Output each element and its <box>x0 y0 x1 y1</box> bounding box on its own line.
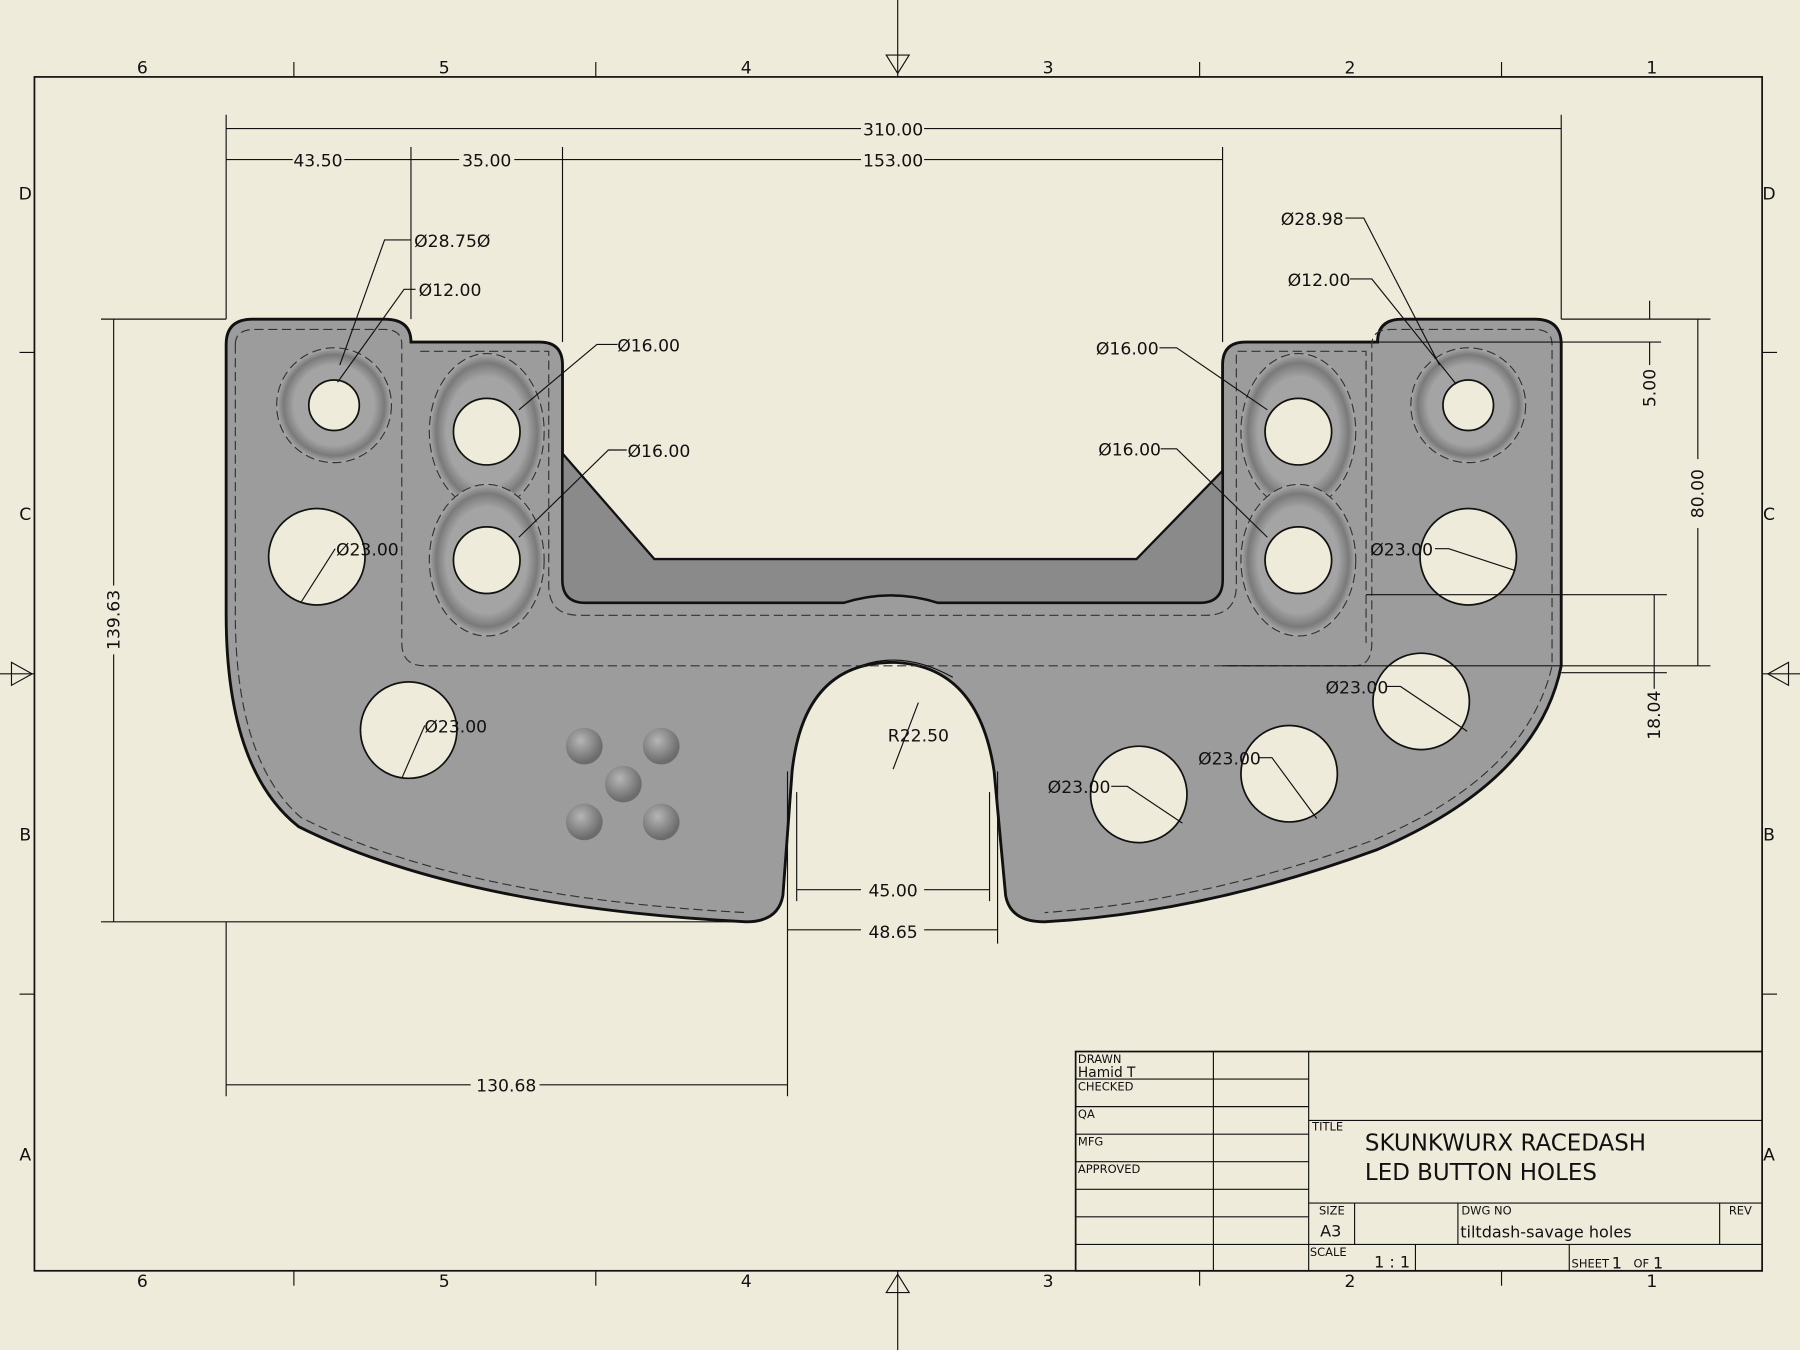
approved-label: APPROVED <box>1078 1162 1141 1176</box>
pocket-floor <box>561 450 1224 604</box>
dim-left-outer-ring: Ø28.75Ø <box>414 232 490 252</box>
dim-notch-inner: 45.00 <box>868 882 917 902</box>
hole-16-left-upper <box>452 397 521 466</box>
zone-row-d: D <box>19 185 32 205</box>
zone-col-5-bottom: 5 <box>439 1272 450 1292</box>
dim-overall-height: 139.63 <box>104 590 124 650</box>
dim-step-height: 5.00 <box>1640 369 1660 407</box>
title-block: DRAWN Hamid T CHECKED QA MFG APPROVED TI… <box>1074 1050 1763 1272</box>
mfg-label: MFG <box>1078 1135 1103 1149</box>
sheet-total: 1 <box>1653 1253 1663 1272</box>
scale-value: 1 : 1 <box>1374 1252 1410 1271</box>
dim-right-lower-16: Ø16.00 <box>1098 441 1161 461</box>
dim-tab-height: 80.00 <box>1689 469 1709 518</box>
hole-23-right-a <box>1419 507 1518 606</box>
hole-23-left-b <box>359 681 458 780</box>
drawing-title-line2: LED BUTTON HOLES <box>1365 1160 1597 1186</box>
zone-labels: 6 5 4 3 2 1 6 5 4 3 2 1 D C B A D C B A <box>19 58 1776 1291</box>
dimple-pattern <box>565 727 680 841</box>
hole-16-right-upper <box>1264 397 1333 466</box>
dim-left-upper-16: Ø16.00 <box>617 336 680 356</box>
sheet-number: 1 <box>1612 1253 1622 1272</box>
dim-inner-width: 153.00 <box>863 151 923 171</box>
zone-row-a-right: A <box>1763 1146 1775 1166</box>
zone-col-3: 3 <box>1043 58 1054 78</box>
hole-16-left-lower <box>452 526 521 595</box>
dim-right-upper-16: Ø16.00 <box>1096 340 1159 360</box>
dim-left-tab-width: 43.50 <box>293 151 342 171</box>
hole-12-left <box>307 379 361 432</box>
zone-col-2: 2 <box>1345 58 1356 78</box>
dwg-no-label: DWG NO <box>1461 1204 1511 1218</box>
dim-second-tab-width: 35.00 <box>462 151 511 171</box>
dim-right-23-a: Ø23.00 <box>1370 541 1433 561</box>
zone-row-d-right: D <box>1762 185 1775 205</box>
zone-row-c-right: C <box>1763 505 1775 525</box>
drawing-title-line1: SKUNKWURX RACEDASH <box>1365 1130 1646 1156</box>
dim-right-small-hole: Ø12.00 <box>1288 271 1351 291</box>
zone-col-4-bottom: 4 <box>741 1272 752 1292</box>
zone-col-2-bottom: 2 <box>1345 1272 1356 1292</box>
dim-right-23-b: Ø23.00 <box>1325 678 1388 698</box>
rev-label: REV <box>1729 1204 1752 1218</box>
zone-row-b-right: B <box>1763 825 1775 845</box>
zone-col-1: 1 <box>1646 58 1657 78</box>
zone-col-4: 4 <box>741 58 752 78</box>
dim-lower-offset: 18.04 <box>1645 691 1665 740</box>
zone-row-c: C <box>19 505 31 525</box>
size-label: SIZE <box>1319 1204 1345 1218</box>
dim-left-small-hole: Ø12.00 <box>419 281 482 301</box>
hole-23-left-a <box>267 507 366 606</box>
dim-notch-outer: 48.65 <box>868 923 917 943</box>
dim-overall-width: 310.00 <box>863 120 923 140</box>
dim-right-23-d: Ø23.00 <box>1048 778 1111 798</box>
part-outline <box>224 317 1563 924</box>
hole-12-right <box>1442 379 1495 432</box>
hole-23-right-c <box>1240 724 1339 823</box>
zone-col-1-bottom: 1 <box>1646 1272 1657 1292</box>
zone-col-3-bottom: 3 <box>1043 1272 1054 1292</box>
dim-right-23-c: Ø23.00 <box>1198 750 1261 770</box>
dim-right-outer-ring: Ø28.98 <box>1281 210 1344 230</box>
hole-23-right-b <box>1372 652 1471 751</box>
sheet-size: A3 <box>1320 1221 1341 1240</box>
part-view <box>224 317 1563 924</box>
zone-col-6-bottom: 6 <box>137 1272 148 1292</box>
dim-notch-radius: R22.50 <box>888 727 949 747</box>
dim-left-to-notch: 130.68 <box>476 1077 536 1097</box>
inner-step-outline <box>420 350 1367 643</box>
checked-label: CHECKED <box>1078 1080 1134 1094</box>
scale-label: SCALE <box>1310 1245 1347 1259</box>
drawn-by: Hamid T <box>1078 1065 1136 1081</box>
zone-col-5: 5 <box>439 58 450 78</box>
sheet-label: SHEET <box>1572 1256 1610 1270</box>
dim-left-23-a: Ø23.00 <box>336 541 399 561</box>
qa-label: QA <box>1078 1107 1095 1121</box>
dim-left-lower-16: Ø16.00 <box>628 442 691 462</box>
zone-col-6: 6 <box>137 58 148 78</box>
of-label: OF <box>1634 1256 1650 1270</box>
dimension-lines <box>101 114 1711 1097</box>
hole-16-right-lower <box>1264 526 1333 595</box>
zone-row-b: B <box>19 825 31 845</box>
dwg-no: tiltdash-savage holes <box>1460 1223 1631 1242</box>
title-label: TITLE <box>1311 1120 1343 1134</box>
zone-row-a: A <box>19 1146 31 1166</box>
drawn-label: DRAWN <box>1078 1052 1121 1066</box>
recess-outline <box>234 328 1553 914</box>
dim-left-23-b: Ø23.00 <box>424 717 487 737</box>
